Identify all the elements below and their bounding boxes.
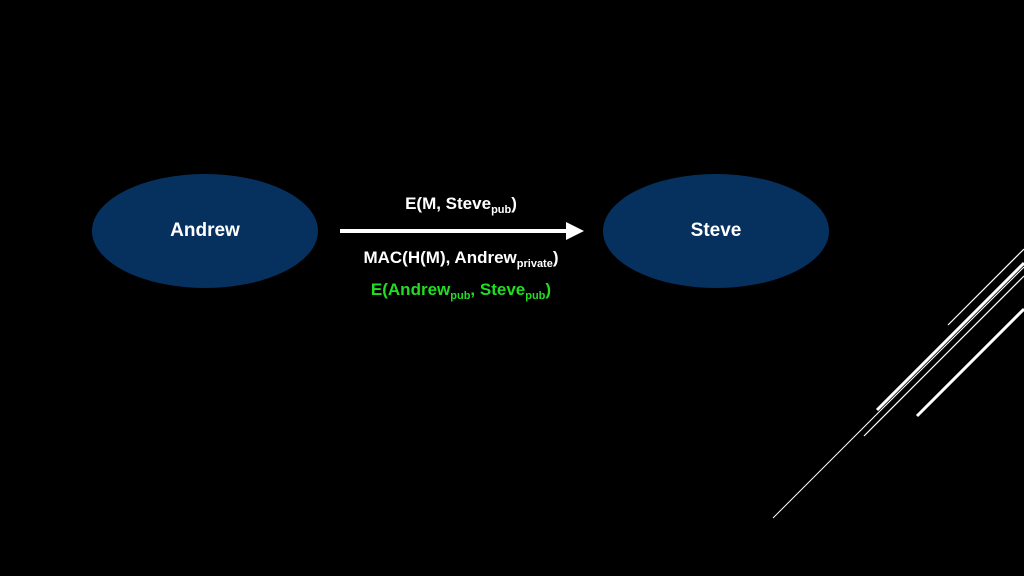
encrypted-message-label: E(M, Stevepub): [330, 194, 592, 216]
deco-line-1: [947, 248, 1024, 326]
key-exchange-mid: , Steve: [470, 280, 526, 299]
mac-subscript: private: [516, 258, 553, 270]
key-exchange-text: E(Andrew: [370, 280, 451, 299]
andrew-node: Andrew: [92, 174, 318, 288]
key-exchange-subscript-1: pub: [450, 290, 471, 302]
steve-node: Steve: [603, 174, 829, 288]
deco-line-5: [772, 266, 1024, 519]
encrypted-message-subscript: pub: [491, 204, 512, 216]
deco-line-2: [875, 261, 1024, 412]
mac-close: ): [552, 248, 559, 267]
encrypted-message-close: ): [511, 194, 517, 213]
deco-line-4: [915, 307, 1024, 418]
decorative-lines: [772, 248, 1024, 519]
mac-label: MAC(H(M), Andrewprivate): [330, 248, 592, 270]
mac-text: MAC(H(M), Andrew: [363, 248, 517, 267]
key-exchange-close: ): [545, 280, 552, 299]
key-exchange-subscript-2: pub: [525, 290, 546, 302]
steve-label: Steve: [690, 220, 742, 241]
key-exchange-label: E(Andrewpub, Stevepub): [330, 280, 592, 302]
message-arrow: [340, 222, 584, 240]
deco-line-3: [863, 275, 1024, 437]
arrow-head: [566, 222, 584, 240]
encrypted-message-text: E(M, Steve: [405, 194, 492, 213]
andrew-label: Andrew: [170, 220, 240, 241]
